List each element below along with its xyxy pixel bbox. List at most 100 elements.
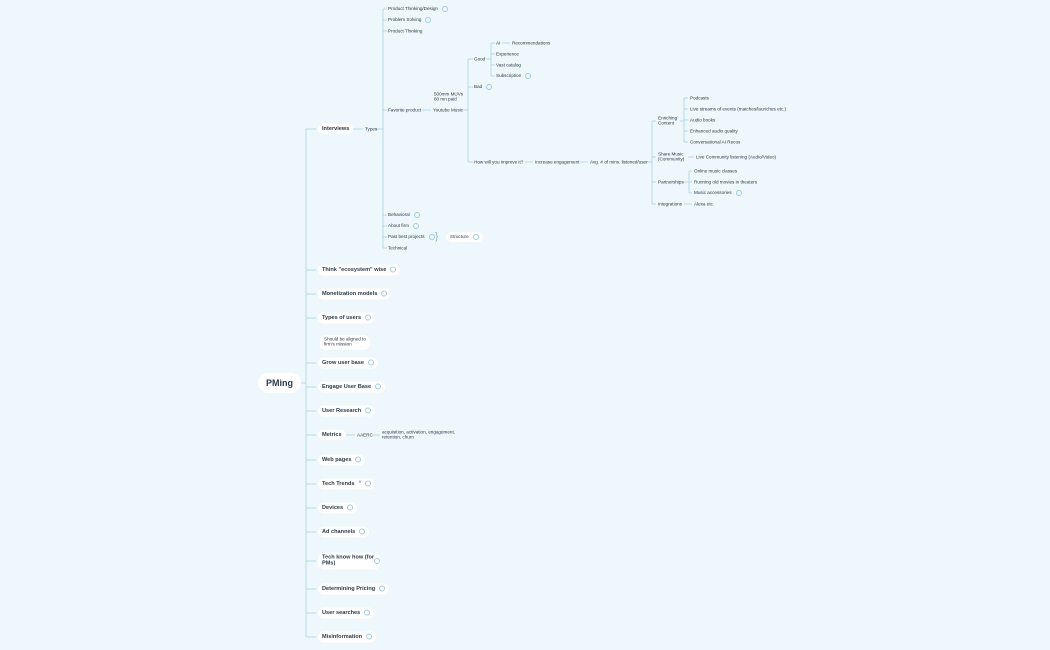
node-live-streams[interactable]: Live streams of events (matches/launches… — [690, 106, 786, 112]
node-label: About firm — [388, 223, 409, 229]
node-good[interactable]: Good — [474, 56, 486, 62]
node-label: Past best projects — [388, 234, 425, 240]
node-youtube-music[interactable]: Youtube Music — [433, 107, 463, 113]
collapse-icon[interactable] — [365, 314, 372, 321]
collapse-icon[interactable] — [428, 234, 435, 240]
node-podcasts[interactable]: Podcasts — [690, 95, 709, 101]
collapse-icon[interactable] — [375, 383, 382, 390]
collapse-icon[interactable] — [366, 633, 373, 640]
node-metrics[interactable]: Metrics — [318, 429, 346, 441]
node-label: Misinformation — [322, 634, 363, 641]
node-product-thinking[interactable]: Product Thinking — [388, 28, 423, 34]
collapse-icon[interactable] — [365, 407, 372, 414]
collapse-icon[interactable] — [390, 266, 397, 273]
node-ai[interactable]: AI — [496, 40, 501, 46]
note-aligned-mission[interactable]: Should be aligned to firm's mission — [320, 334, 370, 350]
node-bad[interactable]: Bad — [474, 84, 493, 90]
node-types[interactable]: Types — [365, 126, 378, 132]
node-devices[interactable]: Devices — [318, 502, 358, 514]
summary-bracket-icon: } — [435, 231, 439, 243]
node-label: Determining Pricing — [322, 586, 376, 593]
node-types-of-users[interactable]: Types of users — [318, 312, 376, 324]
node-vast-catalog[interactable]: Vast catalog — [496, 62, 521, 68]
collapse-icon[interactable] — [425, 17, 432, 23]
node-tech-trends[interactable]: Tech Trends≡ — [318, 478, 376, 490]
node-experience[interactable]: Experience — [496, 51, 519, 57]
collapse-icon[interactable] — [486, 84, 493, 90]
node-structure[interactable]: Structure — [446, 232, 483, 242]
node-label: Interviews — [322, 125, 350, 132]
collapse-icon[interactable] — [379, 585, 386, 592]
collapse-icon[interactable] — [413, 212, 420, 218]
node-enriching-content[interactable]: Enriching Content — [658, 115, 678, 126]
node-music-accessories[interactable]: Music accessories — [694, 190, 742, 196]
node-product-thinking-design[interactable]: Product Thinking/Design — [388, 6, 448, 12]
node-avg-mins[interactable]: Avg. # of mins. listened/user — [590, 159, 648, 165]
collapse-icon[interactable] — [355, 456, 362, 463]
node-monetization-models[interactable]: Monetization models — [318, 288, 392, 300]
node-conversational-ai[interactable]: Conversational AI Recos — [690, 139, 741, 145]
node-subscription[interactable]: Subscription — [496, 73, 532, 79]
node-user-research[interactable]: User Research — [318, 405, 376, 417]
node-ad-channels[interactable]: Ad channels — [318, 526, 370, 538]
notes-icon[interactable]: ≡ — [358, 479, 362, 486]
node-past-best-projects[interactable]: Past best projects — [388, 234, 435, 240]
node-integrations[interactable]: Integrations — [658, 201, 683, 207]
node-increase-engagement[interactable]: Increase engagement — [535, 159, 580, 165]
node-aaerc[interactable]: AAERC — [357, 432, 373, 438]
collapse-icon[interactable] — [441, 6, 448, 12]
node-label: Music accessories — [694, 190, 732, 196]
node-label: Grow user base — [322, 360, 364, 367]
node-label: Engage User Base — [322, 384, 372, 391]
node-label: Metrics — [322, 431, 342, 438]
node-misinformation[interactable]: Misinformation — [318, 631, 377, 643]
node-web-pages[interactable]: Web pages — [318, 454, 366, 466]
node-user-searches[interactable]: User searches — [318, 607, 375, 619]
node-tech-know-how[interactable]: Tech know how (for PMs) — [318, 552, 380, 570]
collapse-icon[interactable] — [412, 223, 419, 229]
node-share-music[interactable]: Share Music (Community) — [658, 151, 685, 162]
collapse-icon[interactable] — [347, 504, 354, 511]
collapse-icon[interactable] — [381, 290, 388, 297]
node-interviews[interactable]: Interviews — [318, 123, 354, 135]
node-label: Ad channels — [322, 529, 356, 536]
node-partnerships[interactable]: Partnerships — [658, 179, 684, 185]
node-old-movies[interactable]: Running old movies in theaters — [694, 179, 758, 185]
collapse-icon[interactable] — [367, 359, 374, 366]
node-technical[interactable]: Technical — [388, 245, 408, 251]
node-enhanced-audio[interactable]: Enhanced audio quality — [690, 128, 738, 134]
collapse-icon[interactable] — [374, 558, 380, 564]
collapse-icon[interactable] — [735, 190, 742, 196]
note-mau[interactable]: 500mm MUVs 80 mn paid — [434, 91, 464, 102]
node-label: Problem Solving — [388, 17, 422, 23]
node-label: Tech know how (for PMs) — [322, 554, 375, 567]
collapse-icon[interactable] — [359, 528, 366, 535]
collapse-icon[interactable] — [364, 609, 371, 616]
collapse-icon[interactable] — [472, 234, 479, 240]
node-think-ecosystem[interactable]: Think "ecosystem" wise — [318, 264, 401, 276]
node-grow-user-base[interactable]: Grow user base — [318, 357, 378, 369]
node-recommendations[interactable]: Recommendations — [512, 40, 551, 46]
node-problem-solving[interactable]: Problem Solving — [388, 17, 432, 23]
node-label: Behavioral — [388, 212, 410, 218]
collapse-icon[interactable] — [365, 480, 372, 487]
collapse-icon[interactable] — [525, 73, 532, 79]
node-alexa[interactable]: Alexa etc. — [694, 201, 715, 207]
node-favorite-product[interactable]: Favorite product — [388, 107, 422, 113]
node-engage-user-base[interactable]: Engage User Base — [318, 381, 386, 393]
node-live-community[interactable]: Live Community listening (Audio/Video) — [696, 154, 777, 160]
node-label: Types of users — [322, 315, 362, 322]
node-label: Monetization models — [322, 291, 378, 298]
root-node[interactable]: PMing — [258, 372, 301, 394]
node-label: Think "ecosystem" wise — [322, 267, 387, 274]
node-label: Product Thinking/Design — [388, 6, 438, 12]
node-behavioral[interactable]: Behavioral — [388, 212, 420, 218]
node-about-firm[interactable]: About firm — [388, 223, 419, 229]
node-how-improve[interactable]: How will you improve it? — [474, 159, 524, 165]
node-audio-books[interactable]: Audio books — [690, 117, 716, 123]
node-determining-pricing[interactable]: Determining Pricing — [318, 583, 390, 595]
node-online-music-classes[interactable]: Online music classes — [694, 168, 738, 174]
node-label: Structure — [450, 234, 469, 240]
note-aaerc[interactable]: acquisition, activation, engagement, ret… — [382, 429, 456, 440]
